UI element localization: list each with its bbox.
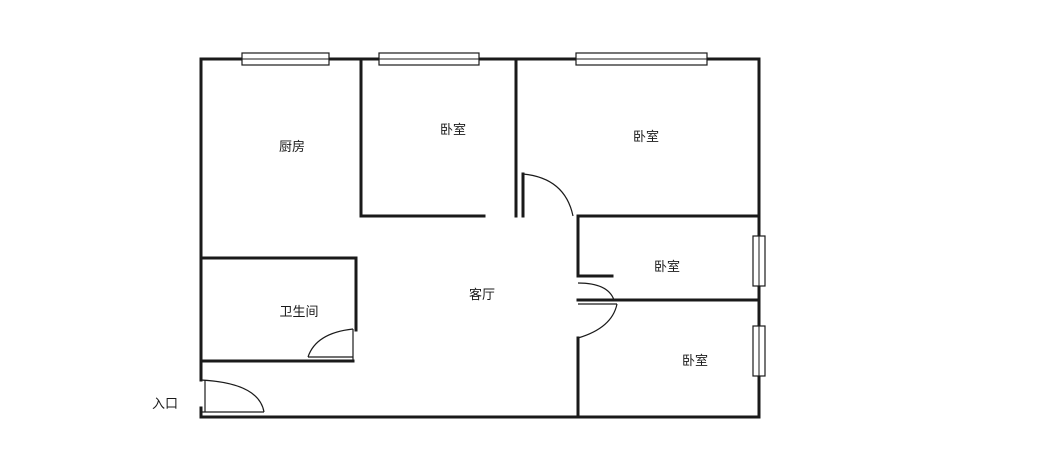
room-label-bathroom: 卫生间 xyxy=(279,305,318,320)
room-label-living-room: 客厅 xyxy=(469,287,495,303)
room-label-bedroom-top-middle: 卧室 xyxy=(440,122,466,138)
door-bedroom3 xyxy=(577,282,615,301)
window-bedroom4 xyxy=(752,325,766,377)
window-bedroom3 xyxy=(752,235,766,287)
door-bedroom4 xyxy=(577,303,618,339)
door-bathroom xyxy=(307,328,354,361)
entrance-label: 入口 xyxy=(152,397,178,412)
room-label-bedroom-middle-right: 卧室 xyxy=(654,259,680,275)
window-bedroom2 xyxy=(575,52,708,66)
windows xyxy=(241,52,766,377)
room-label-bedroom-top-right: 卧室 xyxy=(633,129,659,145)
window-bedroom1 xyxy=(378,52,480,66)
door-bedroom2 xyxy=(522,173,574,217)
room-label-kitchen: 厨房 xyxy=(279,139,305,155)
door-entrance xyxy=(200,379,265,413)
doors xyxy=(200,173,618,413)
outer-walls xyxy=(199,57,761,419)
interior-walls xyxy=(199,57,761,419)
room-label-bedroom-bottom-right: 卧室 xyxy=(682,353,708,369)
window-kitchen xyxy=(241,52,330,66)
